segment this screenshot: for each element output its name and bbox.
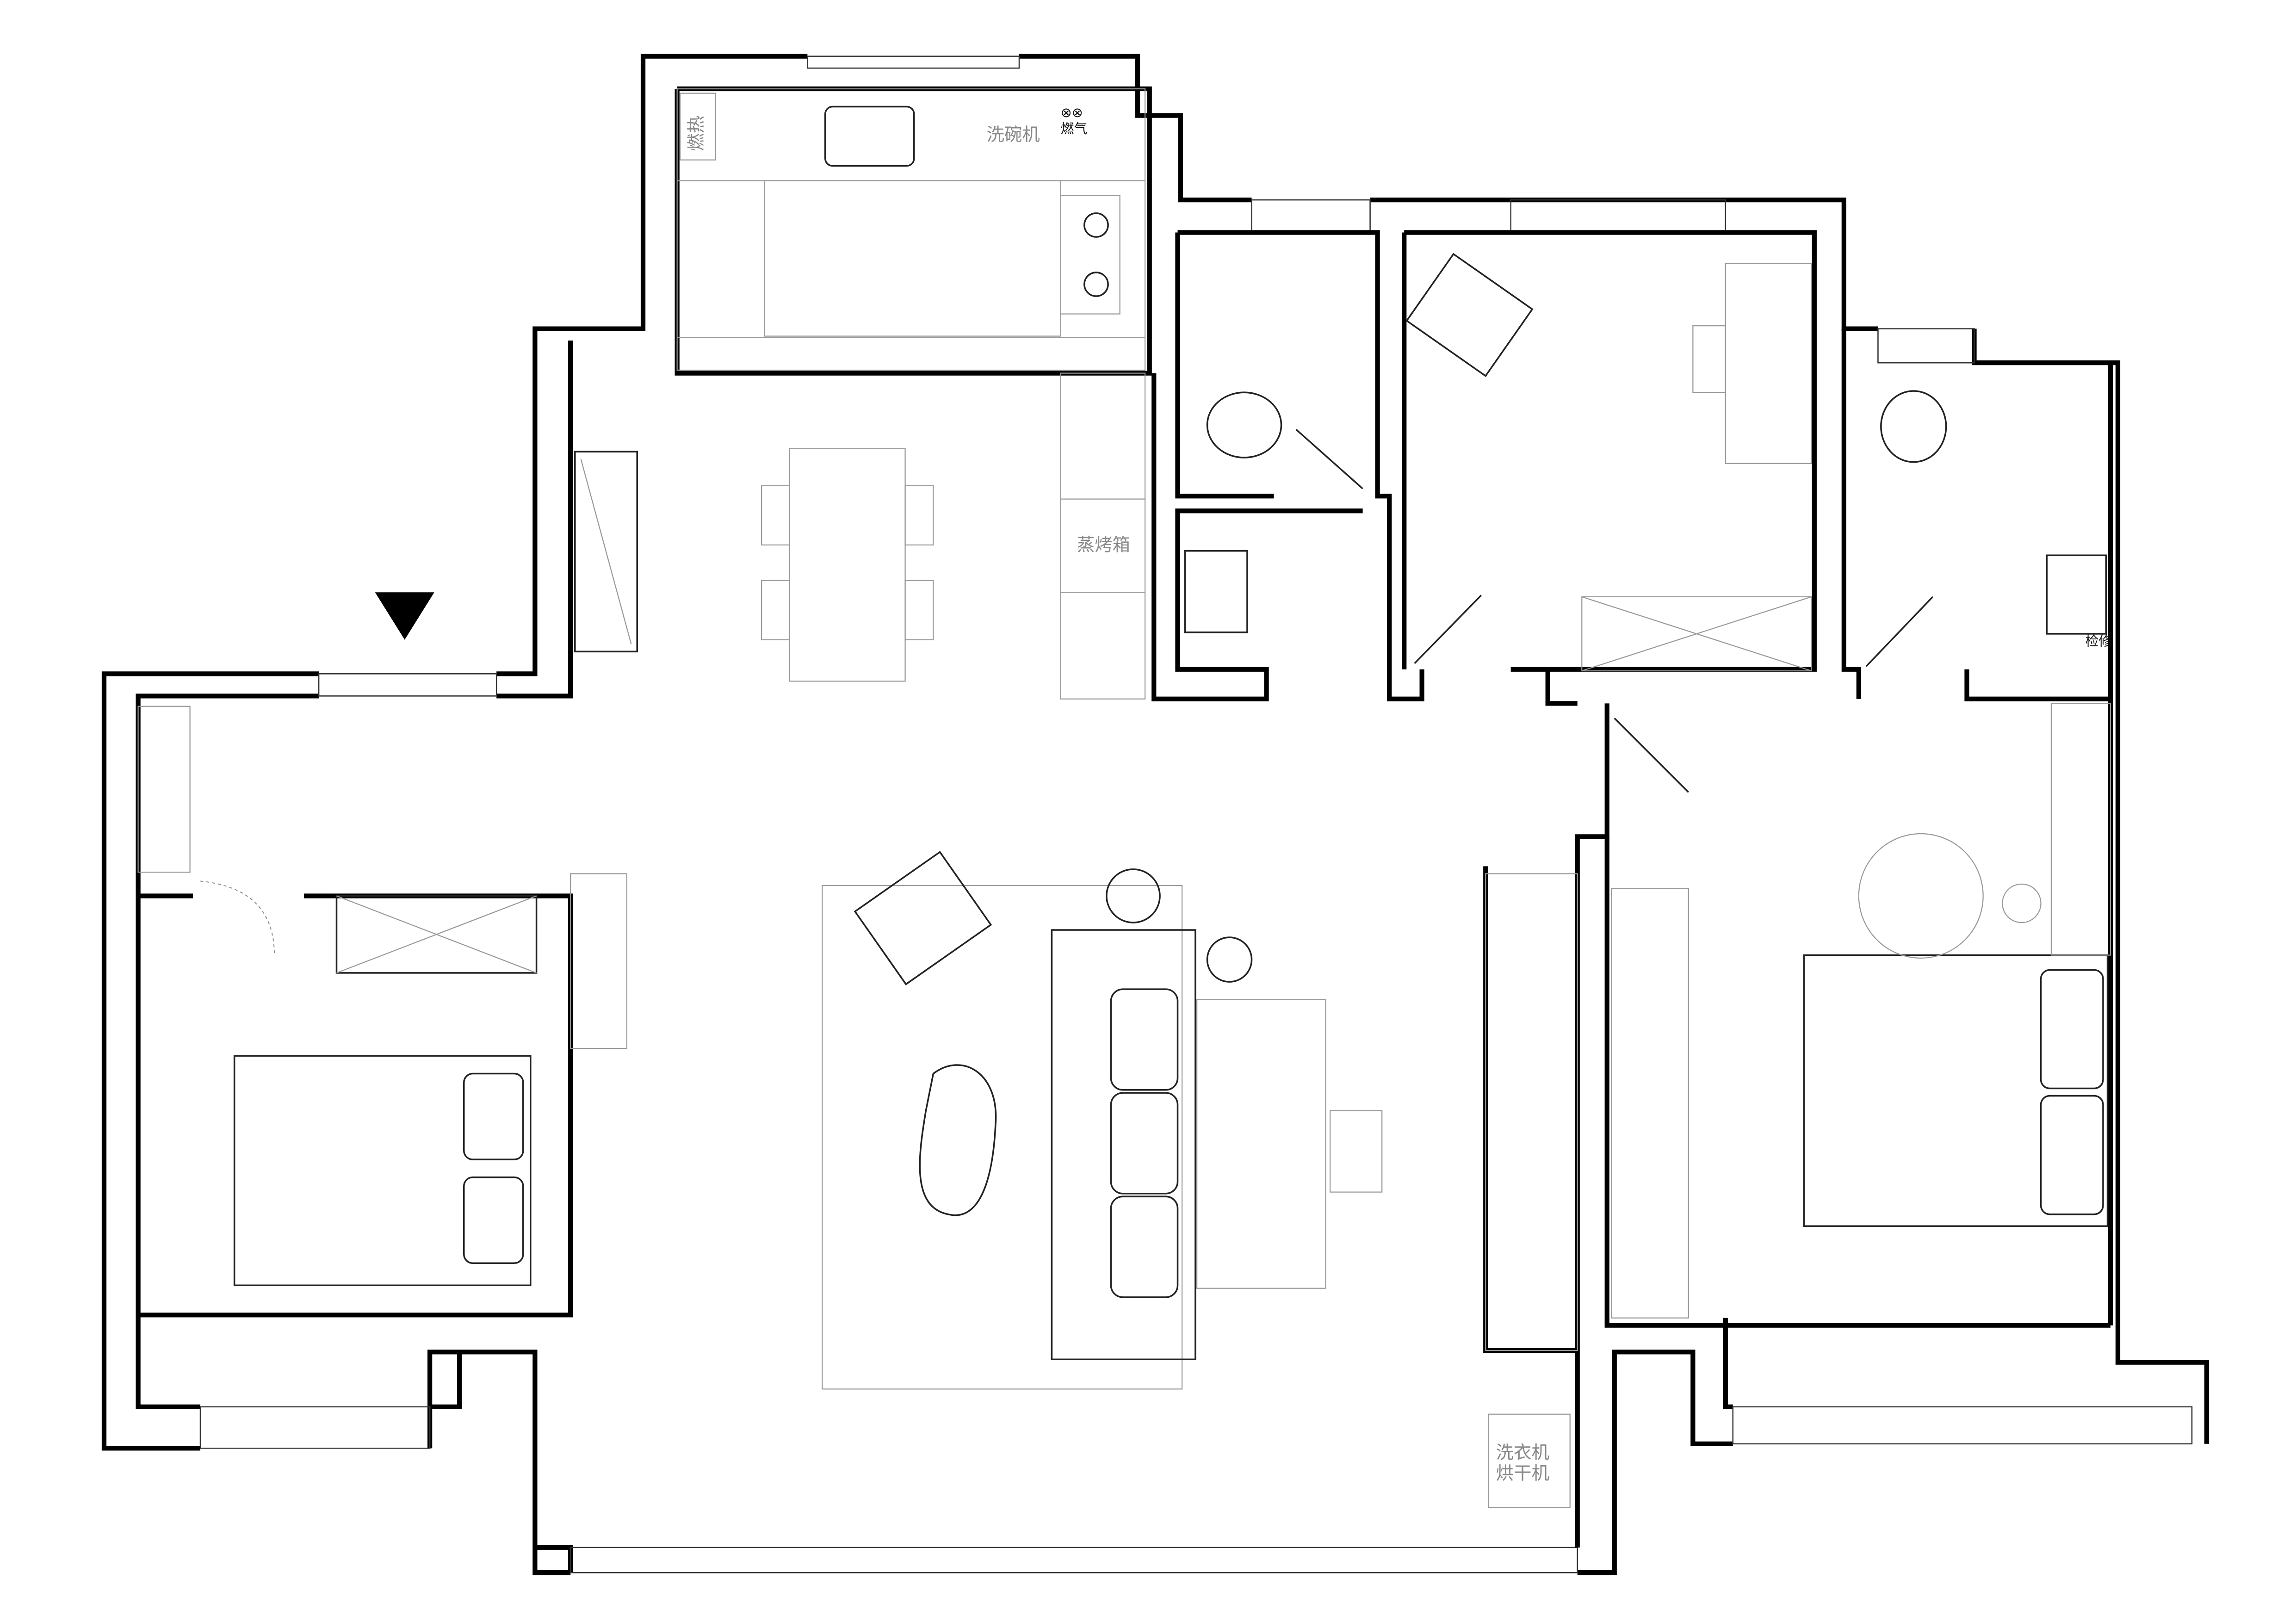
dishwasher-label: 洗碗机 bbox=[987, 124, 1040, 145]
gas-burner-icon bbox=[1083, 272, 1109, 297]
water-heater-label: 燃热 bbox=[686, 116, 707, 151]
bathroom-2: 检修 bbox=[1865, 390, 2112, 667]
gas-label: 燃气 bbox=[1061, 121, 1088, 136]
access-panel-label: 检修 bbox=[2086, 633, 2112, 649]
study bbox=[1405, 253, 1812, 672]
sink-icon bbox=[824, 105, 915, 167]
living-room bbox=[570, 851, 1689, 1390]
bedroom-left bbox=[137, 706, 538, 1286]
laundry: 洗衣机 烘干机 bbox=[1488, 1413, 1571, 1508]
armchair-icon bbox=[1405, 253, 1534, 378]
dryer-label: 烘干机 bbox=[1496, 1463, 1549, 1484]
toilet-icon bbox=[1880, 390, 1947, 463]
exterior-walls bbox=[101, 54, 2209, 1575]
bathroom-1 bbox=[1184, 391, 1363, 633]
armchair-icon bbox=[854, 851, 992, 985]
steam-oven-label: 蒸烤箱 bbox=[1077, 535, 1130, 556]
washbasin-icon bbox=[1184, 550, 1248, 633]
interior-walls bbox=[138, 86, 2110, 1548]
bed-icon bbox=[1803, 954, 2109, 1227]
dining-area bbox=[574, 448, 934, 682]
kitchen: 燃热 洗碗机 燃气 ⊗⊗ 蒸烤箱 bbox=[676, 88, 1146, 700]
sofa-icon bbox=[1051, 929, 1196, 1361]
bed-icon bbox=[233, 1055, 532, 1286]
gas-burner-icon bbox=[1083, 212, 1109, 238]
side-table-icon bbox=[1106, 868, 1161, 923]
bedroom-right bbox=[1614, 703, 2111, 1227]
toilet-icon bbox=[1206, 391, 1282, 458]
rug-icon bbox=[919, 1064, 997, 1216]
entrance-triangle-icon bbox=[375, 592, 434, 640]
gas-valve-icon: ⊗⊗ bbox=[1061, 105, 1083, 120]
washbasin-icon bbox=[2046, 554, 2107, 635]
washer-label: 洗衣机 bbox=[1496, 1443, 1549, 1463]
windows bbox=[199, 56, 2193, 1573]
